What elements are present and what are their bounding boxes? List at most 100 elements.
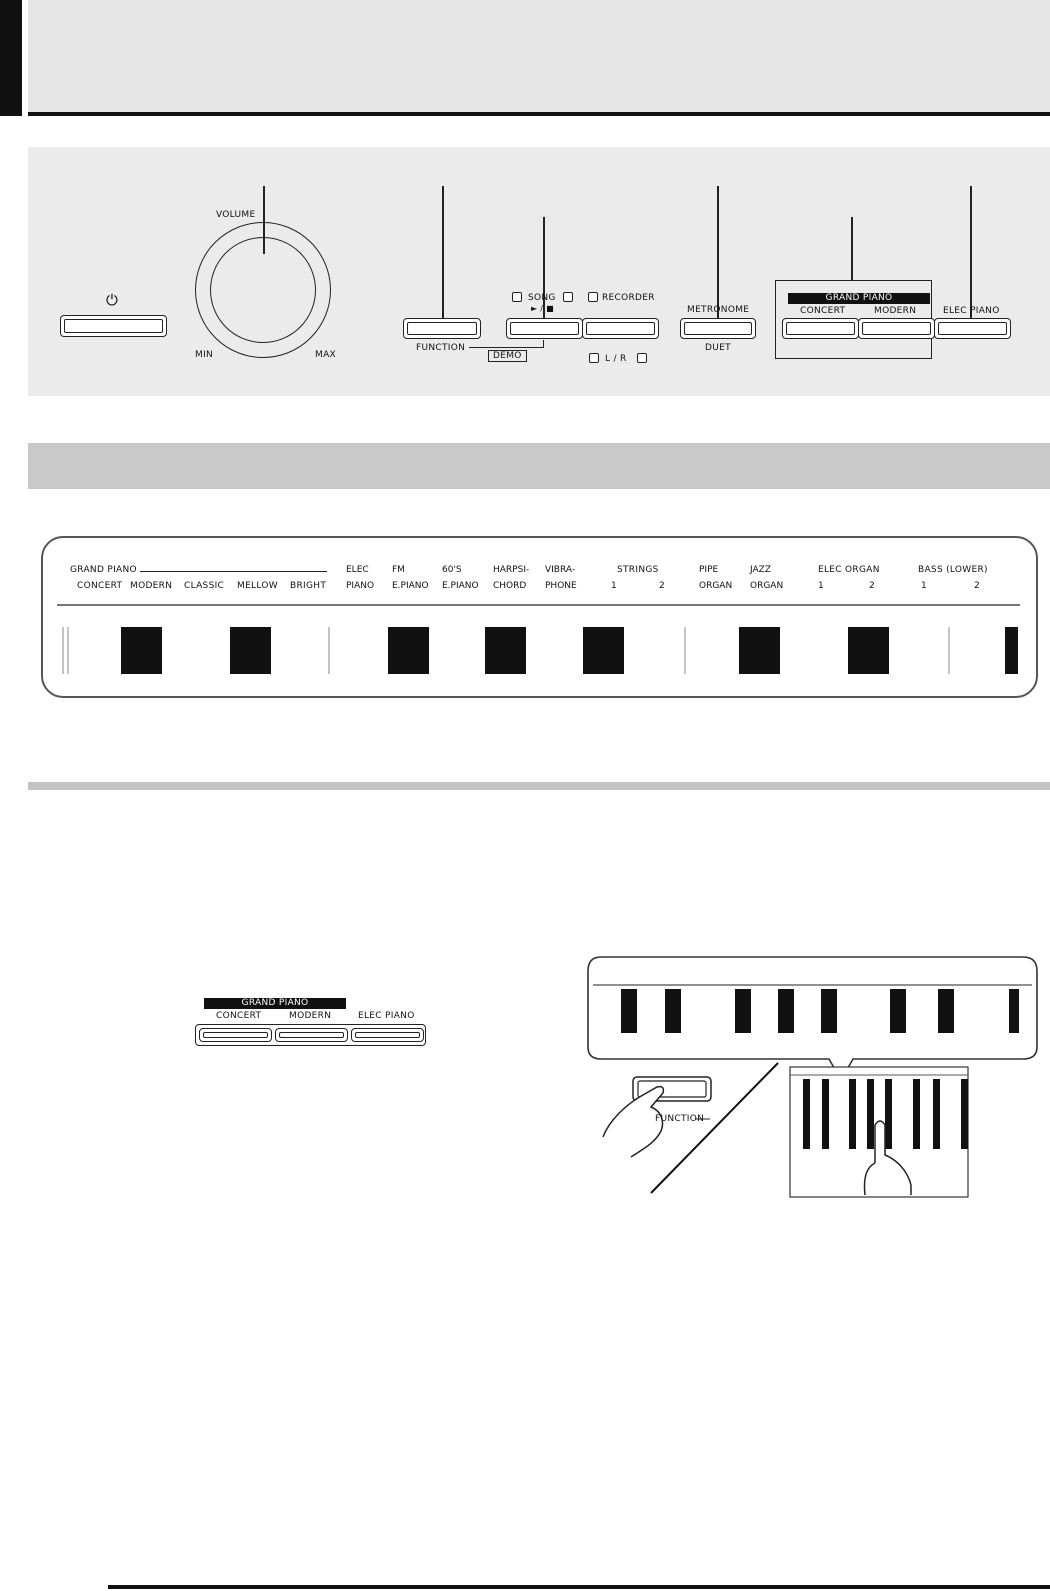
illus-concert-label: CONCERT bbox=[216, 1011, 262, 1021]
header-rule bbox=[28, 112, 1050, 116]
illus-function-label: FUNCTION bbox=[655, 1114, 705, 1124]
strip-black-key bbox=[121, 627, 162, 674]
lr-label: L / R bbox=[605, 354, 627, 364]
strip-elec-organ-2: 2 bbox=[869, 581, 876, 591]
illus-button-frame bbox=[195, 1024, 426, 1046]
elec-piano-button[interactable] bbox=[934, 318, 1011, 339]
volume-max-label: MAX bbox=[315, 350, 336, 360]
song-indicator-2 bbox=[563, 292, 573, 302]
strip-grand-piano-rule bbox=[140, 571, 327, 572]
strip-keyboard bbox=[57, 604, 1020, 674]
mini-black-key bbox=[933, 1079, 940, 1149]
demo-bracket bbox=[543, 340, 545, 348]
leader-line bbox=[717, 186, 719, 322]
leader-line bbox=[851, 217, 853, 280]
section-rule bbox=[28, 782, 1050, 790]
mini-black-key bbox=[867, 1079, 874, 1149]
strip-fm-epiano: FM E.PIANO bbox=[392, 565, 429, 591]
strip-black-key bbox=[485, 627, 526, 674]
recorder-button[interactable] bbox=[582, 318, 659, 339]
song-label: SONG bbox=[528, 293, 556, 303]
demo-bracket bbox=[469, 347, 544, 349]
illus-grand-piano-label: GRAND PIANO bbox=[204, 998, 346, 1009]
callout-black-key bbox=[1009, 989, 1019, 1033]
mini-black-key bbox=[849, 1079, 856, 1149]
leader-line bbox=[263, 186, 265, 254]
concert-button[interactable] bbox=[782, 318, 859, 339]
strip-strings-1: 1 bbox=[611, 581, 618, 591]
leader-line bbox=[970, 186, 972, 322]
separator-line bbox=[650, 1062, 779, 1194]
finger-icon bbox=[863, 1120, 912, 1196]
volume-min-label: MIN bbox=[195, 350, 214, 360]
strip-grand-piano: GRAND PIANO bbox=[70, 565, 137, 575]
illus-concert-button[interactable] bbox=[199, 1028, 272, 1042]
grand-piano-label: GRAND PIANO bbox=[788, 293, 930, 304]
callout-black-key bbox=[735, 989, 751, 1033]
strip-vibraphone: VIBRA- PHONE bbox=[545, 565, 577, 591]
power-button[interactable] bbox=[60, 315, 167, 337]
footer-rule bbox=[108, 1585, 1050, 1589]
leader-line bbox=[543, 217, 545, 323]
strip-black-key bbox=[388, 627, 429, 674]
strip-black-key bbox=[583, 627, 624, 674]
duet-label: DUET bbox=[705, 343, 731, 353]
strip-black-key bbox=[739, 627, 780, 674]
strip-bass-lower: BASS (LOWER) bbox=[918, 565, 988, 575]
strip-elec-organ-1: 1 bbox=[818, 581, 825, 591]
mini-black-key bbox=[913, 1079, 920, 1149]
callout-black-key bbox=[938, 989, 954, 1033]
song-play-stop-button[interactable] bbox=[506, 318, 583, 339]
strip-strings-2: 2 bbox=[659, 581, 666, 591]
section-heading-bar bbox=[28, 443, 1050, 489]
strip-bass-2: 2 bbox=[974, 581, 981, 591]
callout-black-key bbox=[621, 989, 637, 1033]
lr-left-indicator bbox=[589, 353, 599, 363]
header-band bbox=[28, 0, 1050, 112]
strip-elec-organ: ELEC ORGAN bbox=[818, 565, 880, 575]
illus-elec-piano-button[interactable] bbox=[351, 1028, 424, 1042]
strip-tone-classic: CLASSIC bbox=[184, 581, 225, 591]
mini-black-key bbox=[803, 1079, 810, 1149]
strip-pipe-organ: PIPE ORGAN bbox=[699, 565, 733, 591]
hand-icon bbox=[602, 1085, 665, 1158]
strip-strings: STRINGS bbox=[617, 565, 659, 575]
strip-black-key bbox=[848, 627, 889, 674]
power-icon: ⏻ bbox=[106, 291, 119, 309]
header-side-tab bbox=[0, 0, 22, 116]
concert-label: CONCERT bbox=[800, 306, 846, 316]
strip-black-key bbox=[230, 627, 271, 674]
lr-right-indicator bbox=[637, 353, 647, 363]
volume-knob[interactable] bbox=[195, 222, 331, 358]
play-stop-label: ► / ■ bbox=[531, 304, 554, 313]
strip-bass-1: 1 bbox=[921, 581, 928, 591]
modern-button[interactable] bbox=[858, 318, 935, 339]
volume-label: VOLUME bbox=[216, 210, 256, 220]
recorder-indicator bbox=[588, 292, 598, 302]
callout-black-key bbox=[890, 989, 906, 1033]
demo-label: DEMO bbox=[488, 350, 527, 362]
metronome-label: METRONOME bbox=[687, 305, 750, 315]
function-button[interactable] bbox=[403, 318, 481, 339]
callout-bubble bbox=[587, 956, 1038, 1082]
leader-line bbox=[442, 186, 444, 322]
mini-black-key bbox=[822, 1079, 829, 1149]
illus-modern-label: MODERN bbox=[289, 1011, 332, 1021]
song-indicator bbox=[512, 292, 522, 302]
mini-black-key bbox=[885, 1079, 892, 1149]
function-label: FUNCTION bbox=[416, 343, 466, 353]
callout-black-key bbox=[778, 989, 794, 1033]
strip-harpsichord: HARPSI- CHORD bbox=[493, 565, 530, 591]
metronome-button[interactable] bbox=[680, 318, 756, 339]
volume-knob-inner bbox=[210, 237, 316, 343]
strip-black-key bbox=[1005, 627, 1018, 674]
strip-tone-bright: BRIGHT bbox=[290, 581, 327, 591]
recorder-label: RECORDER bbox=[602, 293, 655, 303]
illus-elec-piano-label: ELEC PIANO bbox=[358, 1011, 415, 1021]
strip-jazz-organ: JAZZ ORGAN bbox=[750, 565, 784, 591]
strip-tone-concert: CONCERT bbox=[77, 581, 123, 591]
strip-elec-piano: ELEC PIANO bbox=[346, 565, 375, 591]
elec-piano-label: ELEC PIANO bbox=[943, 306, 1000, 316]
function-keyboard-illustration bbox=[587, 956, 1038, 1198]
illus-modern-button[interactable] bbox=[275, 1028, 348, 1042]
